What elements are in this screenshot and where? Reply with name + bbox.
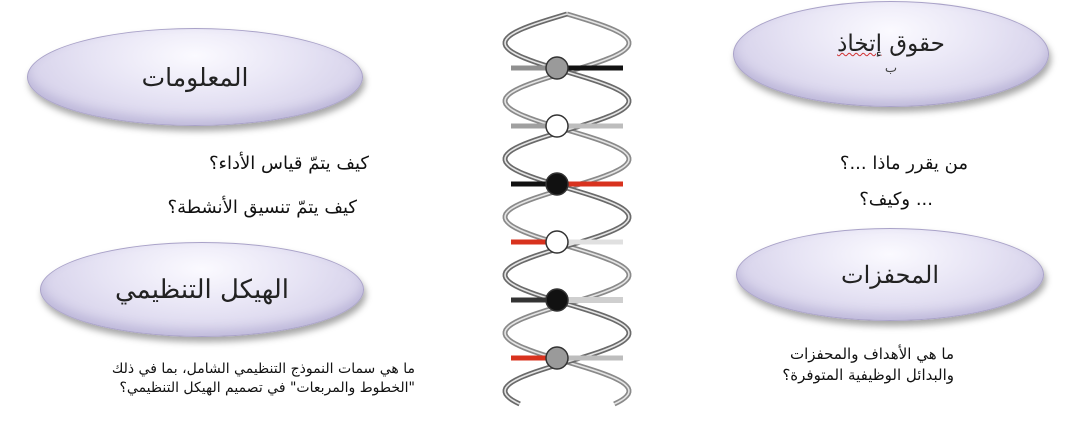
incentives-question-line-1: ما هي الأهداف والمحفزات [790, 345, 954, 363]
dna-rungs [511, 57, 623, 369]
info-bubble-label: المعلومات [142, 63, 249, 92]
performance-question: كيف يتمّ قياس الأداء؟ [209, 153, 369, 174]
decision-rights-word-2: إتخاذ [837, 31, 882, 57]
org-question-line-1: ما هي سمات النموذج التنظيمي الشامل، بما … [112, 361, 415, 377]
decision-rights-bubble: حقوق إتخاذ ب [733, 1, 1049, 107]
incentives-bubble-label: المحفزات [841, 261, 939, 289]
org-question-line-2: "الخطوط والمربعات" في تصميم الهيكل التنظ… [119, 380, 415, 396]
how-question: ... وكيف؟ [859, 189, 933, 210]
dna-rung-knob [546, 347, 568, 369]
decision-rights-word-1: حقوق [882, 31, 945, 57]
decision-rights-title: حقوق إتخاذ [837, 32, 945, 57]
org-structure-bubble: الهيكل التنظيمي [40, 242, 364, 337]
dna-helix-graphic [470, 0, 670, 421]
dna-rung-knob [546, 173, 568, 195]
dna-rung-knob [546, 57, 568, 79]
info-bubble: المعلومات [27, 28, 363, 126]
who-decides-question: من يقرر ماذا ...؟ [840, 153, 968, 174]
dna-rung-knob [546, 115, 568, 137]
decision-rights-subtext: ب [885, 61, 897, 76]
incentives-bubble: المحفزات [736, 228, 1044, 321]
org-structure-bubble-label: الهيكل التنظيمي [115, 275, 289, 305]
dna-rung-knob [546, 231, 568, 253]
coordination-question: كيف يتمّ تنسيق الأنشطة؟ [168, 197, 357, 218]
incentives-question-line-2: والبدائل الوظيفية المتوفرة؟ [782, 366, 954, 384]
dna-rung-knob [546, 289, 568, 311]
